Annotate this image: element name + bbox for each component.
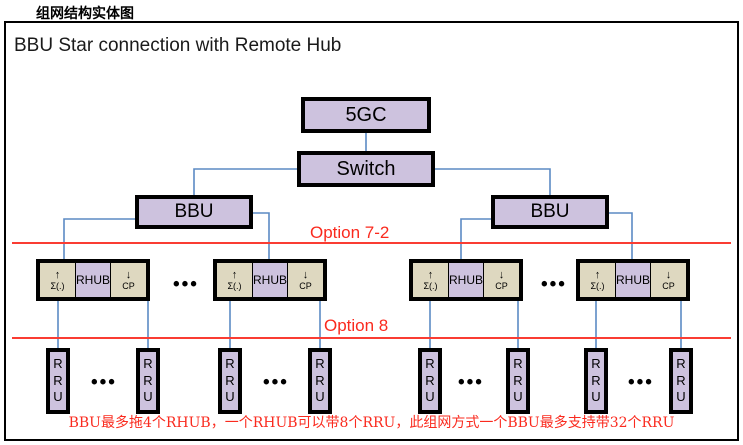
- rru-letter: U: [513, 389, 523, 405]
- node-rru-7[interactable]: R R U: [584, 348, 608, 414]
- rru-letter: U: [315, 389, 325, 405]
- document-title: 组网结构实体图: [36, 6, 134, 22]
- diagram-canvas: BBU Star connection with Remote Hub: [6, 23, 737, 439]
- uplink-arrow-icon: ↑: [54, 268, 61, 281]
- rru-letter: R: [591, 356, 601, 372]
- rru-letter: R: [676, 372, 686, 388]
- rru-letter: R: [315, 356, 325, 372]
- rhub-uplink-cell: ↑ Σ(.): [413, 263, 448, 297]
- label-option-7-2: Option 7-2: [310, 223, 390, 242]
- rru-ellipsis-4: •••: [628, 372, 654, 393]
- rru-letter: R: [143, 356, 153, 372]
- rhub-uplink-cell: ↑ Σ(.): [580, 263, 615, 297]
- node-rru-6[interactable]: R R U: [506, 348, 530, 414]
- rhub-ellipsis-2: •••: [541, 274, 567, 295]
- rhub-downlink-cell: ↓ CP: [111, 263, 146, 297]
- rru-ellipsis-1: •••: [91, 372, 117, 393]
- diagram-heading: BBU Star connection with Remote Hub: [14, 35, 342, 56]
- rru-letter: U: [143, 389, 153, 405]
- option-7-2-divider: [12, 242, 731, 244]
- node-rru-4[interactable]: R R U: [308, 348, 332, 414]
- rhub-downlink-cell: ↓ CP: [651, 263, 686, 297]
- rru-letter: R: [225, 356, 235, 372]
- node-rru-1[interactable]: R R U: [46, 348, 70, 414]
- node-rru-3[interactable]: R R U: [218, 348, 242, 414]
- rru-letter: R: [425, 372, 435, 388]
- rhub-unit-3[interactable]: ↑ Σ(.) RHUB ↓ CP: [409, 259, 523, 301]
- rru-letter: R: [513, 356, 523, 372]
- rru-letter: R: [425, 356, 435, 372]
- rru-letter: R: [225, 372, 235, 388]
- node-rru-8[interactable]: R R U: [669, 348, 693, 414]
- uplink-sum-label: Σ(.): [50, 280, 65, 291]
- rru-letter: R: [591, 372, 601, 388]
- rru-letter: R: [53, 356, 63, 372]
- downlink-cp-label: CP: [122, 280, 135, 291]
- node-5gc[interactable]: 5GC: [301, 97, 431, 133]
- rhub-unit-1[interactable]: ↑ Σ(.) RHUB ↓ CP: [36, 259, 150, 301]
- downlink-cp-label: CP: [495, 280, 508, 291]
- diagram-frame: BBU Star connection with Remote Hub: [4, 21, 739, 441]
- diagram-caption: BBU最多拖4个RHUB，一个RHUB可以带8个RRU，此组网方式一个BBU最多…: [68, 415, 675, 431]
- rhub-unit-4[interactable]: ↑ Σ(.) RHUB ↓ CP: [576, 259, 690, 301]
- rru-letter: R: [676, 356, 686, 372]
- node-bbu-left[interactable]: BBU: [135, 195, 253, 229]
- rru-letter: U: [225, 389, 235, 405]
- option-8-divider: [12, 337, 731, 339]
- rru-letter: U: [425, 389, 435, 405]
- rru-letter: U: [591, 389, 601, 405]
- rhub-uplink-cell: ↑ Σ(.): [40, 263, 75, 297]
- rhub-label: RHUB: [76, 263, 110, 297]
- downlink-arrow-icon: ↓: [498, 268, 505, 281]
- rhub-label: RHUB: [449, 263, 483, 297]
- rhub-downlink-cell: ↓ CP: [288, 263, 323, 297]
- uplink-arrow-icon: ↑: [231, 268, 238, 281]
- rhub-unit-2[interactable]: ↑ Σ(.) RHUB ↓ CP: [213, 259, 327, 301]
- rru-ellipsis-2: •••: [263, 372, 289, 393]
- downlink-arrow-icon: ↓: [125, 268, 132, 281]
- rru-letter: U: [53, 389, 63, 405]
- rru-ellipsis-3: •••: [458, 372, 484, 393]
- rhub-uplink-cell: ↑ Σ(.): [217, 263, 252, 297]
- rru-letter: U: [676, 389, 686, 405]
- node-bbu-right[interactable]: BBU: [491, 195, 609, 229]
- rru-letter: R: [513, 372, 523, 388]
- rhub-label: RHUB: [616, 263, 650, 297]
- downlink-cp-label: CP: [299, 280, 312, 291]
- node-switch[interactable]: Switch: [297, 151, 435, 187]
- uplink-sum-label: Σ(.): [227, 280, 242, 291]
- rru-letter: R: [53, 372, 63, 388]
- rru-letter: R: [315, 372, 325, 388]
- node-rru-2[interactable]: R R U: [136, 348, 160, 414]
- rhub-ellipsis-1: •••: [173, 274, 199, 295]
- downlink-arrow-icon: ↓: [665, 268, 672, 281]
- downlink-cp-label: CP: [662, 280, 675, 291]
- uplink-arrow-icon: ↑: [427, 268, 434, 281]
- label-option-8: Option 8: [324, 316, 389, 335]
- uplink-sum-label: Σ(.): [423, 280, 438, 291]
- rhub-label: RHUB: [253, 263, 287, 297]
- node-rru-5[interactable]: R R U: [418, 348, 442, 414]
- uplink-arrow-icon: ↑: [594, 268, 601, 281]
- uplink-sum-label: Σ(.): [590, 280, 605, 291]
- rru-letter: R: [143, 372, 153, 388]
- rhub-downlink-cell: ↓ CP: [484, 263, 519, 297]
- downlink-arrow-icon: ↓: [302, 268, 309, 281]
